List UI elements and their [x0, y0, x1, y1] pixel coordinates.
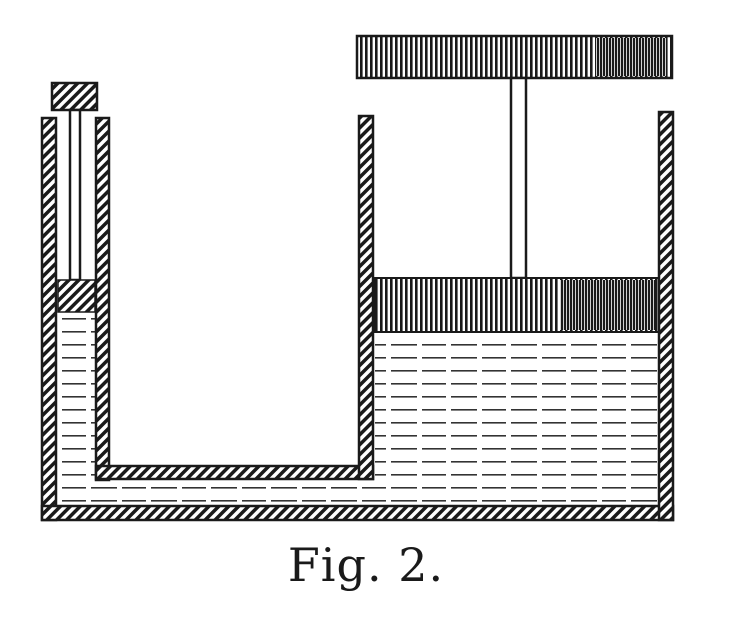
- small-cylinder: [40, 116, 111, 522]
- liquid: [58, 314, 658, 506]
- small-piston-rod: [68, 108, 82, 282]
- large-cylinder: [357, 110, 675, 522]
- small-piston-head: [57, 279, 96, 313]
- figure-caption: Fig. 2.: [287, 538, 445, 592]
- press-plate-shade: [596, 38, 666, 76]
- small-weight: [50, 81, 99, 112]
- large-piston: [355, 34, 674, 333]
- large-piston-rod: [509, 76, 528, 280]
- small-piston: [50, 81, 99, 313]
- large-piston-shade: [560, 280, 656, 330]
